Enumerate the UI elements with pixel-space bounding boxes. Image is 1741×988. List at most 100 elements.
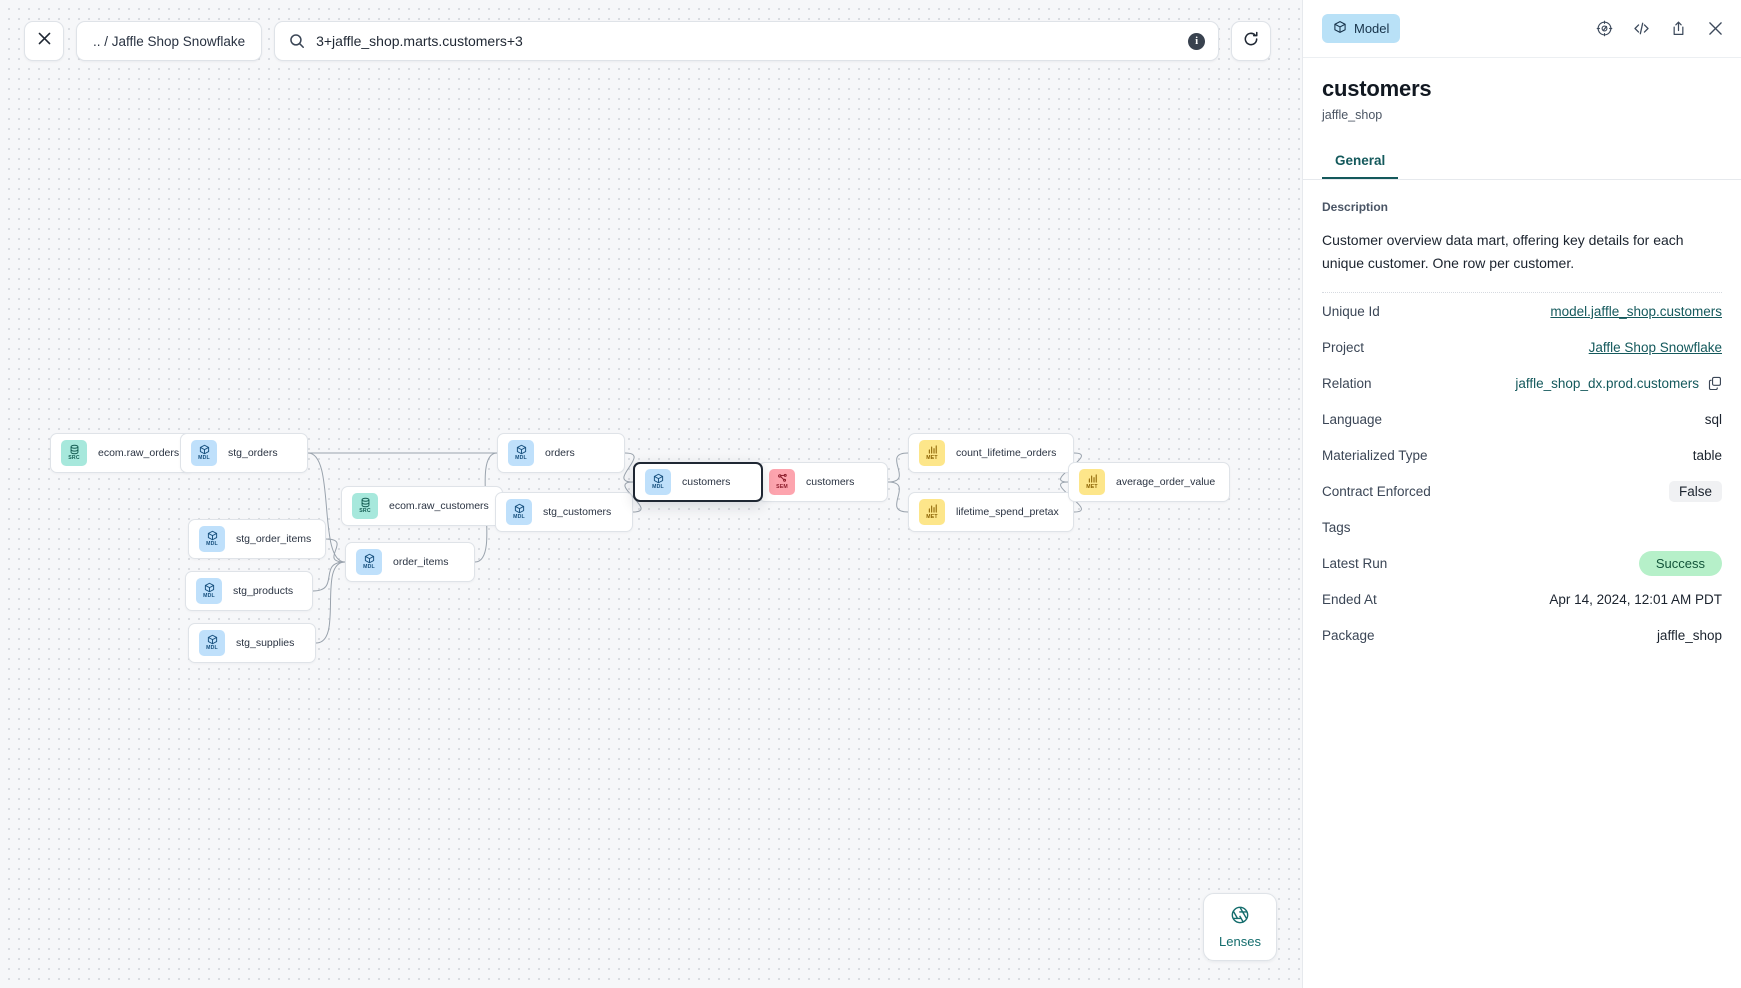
metadata-key: Ended At <box>1322 591 1377 607</box>
metadata-value: table <box>1692 447 1722 463</box>
section-divider <box>1322 292 1722 294</box>
metadata-key: Language <box>1322 411 1383 427</box>
breadcrumb[interactable]: .. / Jaffle Shop Snowflake <box>76 21 263 61</box>
metadata-row: Ended At Apr 14, 2024, 12:01 AM PDT <box>1322 581 1722 617</box>
graph-node-label: customers <box>806 476 855 488</box>
status-badge: False <box>1668 480 1722 502</box>
search-bar[interactable]: i <box>274 21 1220 61</box>
metadata-key: Project <box>1322 339 1365 355</box>
close-icon <box>37 31 52 51</box>
node-kind-badge-mdl-icon: MDL <box>356 549 382 575</box>
page-title: customers <box>1322 76 1432 101</box>
metadata-key: Relation <box>1322 375 1372 391</box>
details-panel-title-block: customers jaffle_shop <box>1303 58 1741 122</box>
graph-node-label: order_items <box>393 556 449 568</box>
graph-node-label: count_lifetime_orders <box>956 447 1057 459</box>
metadata-row: Materialized Type table <box>1322 437 1722 473</box>
graph-node-label: stg_customers <box>543 506 612 518</box>
graph-node-customers_model[interactable]: MDL customers <box>633 462 763 502</box>
refresh-button[interactable] <box>1231 21 1272 61</box>
description-label: Description <box>1322 200 1389 214</box>
graph-node-stg_products[interactable]: MDL stg_products <box>185 571 313 611</box>
close-icon[interactable] <box>1707 20 1724 37</box>
metadata-key: Materialized Type <box>1322 447 1428 463</box>
metadata-value: sql <box>1704 411 1722 427</box>
graph-node-stg_customers[interactable]: MDL stg_customers <box>495 492 633 532</box>
details-panel-body: Description Customer overview data mart,… <box>1303 180 1741 988</box>
metadata-value: jaffle_shop <box>1656 627 1722 643</box>
refresh-icon <box>1242 30 1260 53</box>
copy-icon[interactable] <box>1708 376 1722 391</box>
cube-icon <box>1333 20 1347 37</box>
graph-edge <box>312 561 346 592</box>
metadata-row: Language sql <box>1322 401 1722 437</box>
node-kind-badge-mdl-icon: MDL <box>196 578 222 604</box>
graph-edge <box>887 481 909 513</box>
graph-node-label: customers <box>682 476 731 488</box>
graph-node-label: lifetime_spend_pretax <box>956 506 1059 518</box>
graph-node-order_items[interactable]: MDL order_items <box>345 542 475 582</box>
description-text: Customer overview data mart, offering ke… <box>1322 232 1684 271</box>
node-kind-badge-mdl-icon: MDL <box>645 469 671 495</box>
graph-node-stg_orders[interactable]: MDL stg_orders <box>180 433 308 473</box>
node-type-label: Model <box>1354 21 1390 36</box>
metadata-value: Apr 14, 2024, 12:01 AM PDT <box>1549 591 1722 607</box>
graph-node-label: average_order_value <box>1116 476 1216 488</box>
node-kind-badge-met-icon: MET <box>919 499 945 525</box>
node-kind-badge-mdl-icon: MDL <box>191 440 217 466</box>
node-kind-badge-mdl-icon: MDL <box>506 499 532 525</box>
graph-node-ecom_raw_customers[interactable]: SRC ecom.raw_customers <box>341 486 503 526</box>
metadata-value-link[interactable]: Jaffle Shop Snowflake <box>1588 339 1722 355</box>
close-lineage-button[interactable] <box>24 21 64 61</box>
node-kind-badge-mdl-icon: MDL <box>199 526 225 552</box>
node-kind-badge-mdl-icon: MDL <box>199 630 225 656</box>
graph-node-label: orders <box>545 447 575 459</box>
node-kind-badge-src-icon: SRC <box>352 493 378 519</box>
code-icon[interactable] <box>1633 20 1650 37</box>
focus-icon[interactable] <box>1596 20 1613 37</box>
metadata-key: Unique Id <box>1322 303 1380 319</box>
search-info-icon[interactable]: i <box>1188 32 1206 50</box>
graph-edge <box>315 561 346 644</box>
graph-node-label: ecom.raw_orders <box>98 447 180 459</box>
details-panel: Model <box>1302 0 1741 988</box>
metadata-value-badge: Success <box>1638 550 1722 576</box>
metadata-value-link[interactable]: model.jaffle_shop.customers <box>1550 303 1722 319</box>
graph-node-lifetime_spend_pretax[interactable]: MET lifetime_spend_pretax <box>908 492 1074 532</box>
search-input[interactable] <box>316 33 1178 49</box>
graph-edge <box>887 452 909 483</box>
graph-node-label: stg_orders <box>228 447 278 459</box>
node-kind-badge-met-icon: MET <box>1079 469 1105 495</box>
graph-edge <box>325 538 346 563</box>
metadata-row: Tags <box>1322 509 1722 545</box>
node-type-chip[interactable]: Model <box>1322 14 1401 43</box>
details-panel-header: Model <box>1303 0 1741 58</box>
graph-node-label: stg_order_items <box>236 533 312 545</box>
metadata-row: Unique Id model.jaffle_shop.customers <box>1322 293 1722 329</box>
metadata-row: Project Jaffle Shop Snowflake <box>1322 329 1722 365</box>
graph-node-label: ecom.raw_customers <box>389 500 489 512</box>
lenses-label: Lenses <box>1219 934 1261 949</box>
relation-text: jaffle_shop_dx.prod.customers <box>1515 375 1699 391</box>
metadata-row: Relation jaffle_shop_dx.prod.customers <box>1322 365 1722 401</box>
metadata-value-relation[interactable]: jaffle_shop_dx.prod.customers <box>1515 376 1722 391</box>
breadcrumb-label: .. / Jaffle Shop Snowflake <box>93 33 246 49</box>
graph-node-average_order_value[interactable]: MET average_order_value <box>1068 462 1230 502</box>
tab-general[interactable]: General <box>1322 146 1399 179</box>
share-icon[interactable] <box>1670 20 1687 37</box>
graph-node-stg_order_items[interactable]: MDL stg_order_items <box>188 519 326 559</box>
lenses-button[interactable]: Lenses <box>1203 893 1277 961</box>
graph-node-label: stg_products <box>233 585 294 597</box>
